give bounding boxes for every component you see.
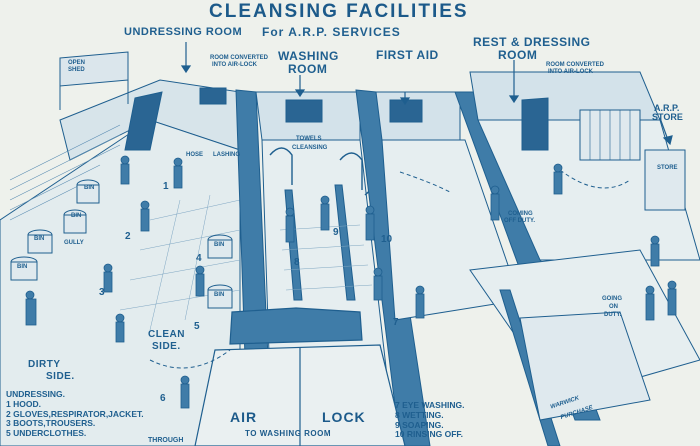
legend-right-item: 10 RINSING OFF. xyxy=(395,429,464,440)
label-room-converted-left-line1: ROOM CONVERTED xyxy=(210,55,269,61)
shower-partition-2 xyxy=(334,184,356,301)
room-pointer-arrows xyxy=(180,42,673,146)
label-coming-off-duty-line2: OFF DUTY. xyxy=(504,218,535,224)
rest-dressing-room xyxy=(469,71,700,261)
undressing-floor xyxy=(0,119,241,446)
label-open-shed-line1: OPEN xyxy=(68,60,86,66)
label-going-on-duty-line1: GOING xyxy=(602,296,623,302)
diagram-subtitle: For A.R.P. SERVICES xyxy=(262,25,401,39)
label-coming-off-duty-line1: COMING xyxy=(508,211,533,217)
label-going-on-duty-line3: DUTY. xyxy=(604,312,622,318)
label-washing-room-line2: ROOM xyxy=(288,62,328,76)
label-dirty-side-line2: SIDE. xyxy=(46,371,75,382)
label-bin: BIN xyxy=(71,213,82,219)
legend-left-item: 1 HOOD. xyxy=(6,398,41,409)
label-store-sign: STORE xyxy=(657,165,678,171)
label-room-converted-left-line2: INTO AIR-LOCK xyxy=(212,62,257,68)
label-hose: HOSE xyxy=(186,152,204,158)
step-number: 1 xyxy=(163,181,169,192)
rest-stairs xyxy=(521,97,549,151)
exit-box xyxy=(519,311,651,421)
legend-left-item: 5 UNDERCLOTHES. xyxy=(6,428,87,439)
label-bin: BIN xyxy=(214,242,225,248)
label-towels: TOWELS xyxy=(296,136,322,142)
label-air-lock-right: LOCK xyxy=(322,409,366,425)
label-rest-dressing-line2: ROOM xyxy=(498,48,538,62)
figures xyxy=(25,155,677,409)
step-number: 10 xyxy=(381,234,393,245)
label-bin: BIN xyxy=(84,185,95,191)
step-number: 5 xyxy=(194,321,200,332)
air-lock-top xyxy=(229,307,363,345)
washing-window xyxy=(285,99,323,123)
label-going-on-duty-line2: ON xyxy=(609,304,618,310)
step-number: 6 xyxy=(160,393,166,404)
store-partition xyxy=(644,149,686,211)
label-washing-room-line1: WASHING xyxy=(278,49,339,63)
label-bin: BIN xyxy=(34,236,45,242)
diagram-title: CLEANSING FACILITIES xyxy=(209,1,469,22)
label-rest-dressing-line1: REST & DRESSING xyxy=(473,35,591,49)
step-number: 8 xyxy=(294,257,300,268)
exit-ramp xyxy=(469,249,700,446)
label-through: THROUGH xyxy=(148,437,184,444)
label-undressing-room: UNDRESSING ROOM xyxy=(124,26,243,38)
legend-right-item: 7 EYE WASHING. xyxy=(395,400,465,410)
undressing-room xyxy=(0,51,241,446)
label-gully: GULLY xyxy=(64,240,84,246)
brick-wall xyxy=(9,124,121,221)
label-arp-store-line1: A.R.P. xyxy=(654,103,680,113)
undressing-stairs xyxy=(124,91,163,151)
label-air-lock-sub: TO WASHING ROOM xyxy=(245,429,332,438)
label-air-lock-left: AIR xyxy=(230,409,258,425)
legend-left: UNDRESSING. 1 HOOD. 2 GLOVES,RESPIRATOR,… xyxy=(6,389,144,439)
legend-left-item: 3 BOOTS,TROUSERS. xyxy=(6,418,96,429)
legend-left-item: 2 GLOVES,RESPIRATOR,JACKET. xyxy=(6,408,144,419)
air-lock-box xyxy=(194,307,406,446)
bins xyxy=(10,179,233,309)
locker-lines xyxy=(589,110,631,160)
label-room-converted-right-line2: INTO AIR-LOCK xyxy=(548,69,593,75)
legend-right-item: 9 SOAPING. xyxy=(395,419,444,430)
label-open-shed-line2: SHED xyxy=(68,67,85,73)
step-number: 2 xyxy=(125,231,131,242)
step-number: 3 xyxy=(99,287,105,298)
label-lashing: LASHING xyxy=(213,152,240,158)
undressing-window xyxy=(199,87,227,105)
label-first-aid: FIRST AID xyxy=(376,48,439,62)
label-clean-side-line1: CLEAN xyxy=(148,329,185,340)
label-cleansing: CLEANSING xyxy=(292,145,328,151)
label-arp-store-line2: STORE xyxy=(652,112,683,122)
flow-arrows xyxy=(149,169,631,369)
label-bin: BIN xyxy=(214,292,225,298)
legend-right-item: 8 WETTING. xyxy=(395,409,444,420)
step-number: 4 xyxy=(196,253,202,264)
label-bin: BIN xyxy=(17,264,28,270)
legend-right: 7 EYE WASHING. 8 WETTING. 9 SOAPING. 10 … xyxy=(395,400,465,440)
label-dirty-side-line1: DIRTY xyxy=(28,359,61,370)
label-clean-side-line2: SIDE. xyxy=(152,341,181,352)
step-number: 7 xyxy=(393,317,399,328)
label-room-converted-right-line1: ROOM CONVERTED xyxy=(546,62,605,68)
legend-left-heading: UNDRESSING. xyxy=(6,389,66,399)
step-number: 9 xyxy=(333,227,339,238)
